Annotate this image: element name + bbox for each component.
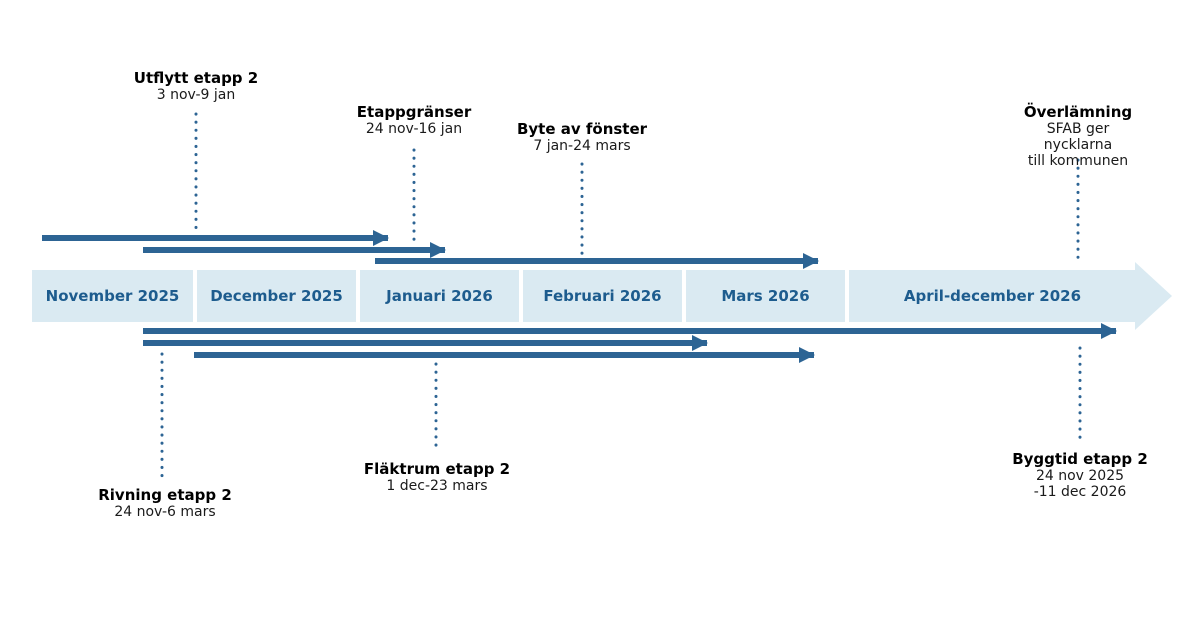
month-label: Januari 2026 [386, 287, 493, 305]
milestone-label-flaktrum: Fläktrum etapp 2 1 dec-23 mars [363, 460, 511, 495]
month-label: December 2025 [210, 287, 343, 305]
milestone-label-byte-av-fonster: Byte av fönster 7 jan-24 mars [516, 120, 648, 155]
milestone-label-overlamning: Överlämning SFAB ger nycklarna till komm… [1017, 103, 1139, 170]
milestone-dates: 24 nov 2025 -11 dec 2026 [1033, 468, 1127, 500]
milestone-dates: SFAB ger nycklarna till kommunen [1027, 121, 1129, 169]
timeline-segment-februari-2026: Februari 2026 [523, 270, 682, 322]
milestone-dates: 24 nov-6 mars [114, 504, 216, 520]
milestone-title: Överlämning [1023, 103, 1133, 121]
milestone-title: Rivning etapp 2 [98, 486, 232, 504]
timeline-segment-mars-2026: Mars 2026 [686, 270, 845, 322]
milestone-dates: 3 nov-9 jan [156, 87, 236, 103]
milestone-label-etappgranser: Etappgränser 24 nov-16 jan [356, 103, 472, 138]
milestone-title: Utflytt etapp 2 [133, 69, 259, 87]
milestone-title: Byggtid etapp 2 [1012, 450, 1148, 468]
milestone-label-utflytt: Utflytt etapp 2 3 nov-9 jan [133, 69, 259, 104]
milestone-label-byggtid: Byggtid etapp 2 24 nov 2025 -11 dec 2026 [1012, 450, 1148, 501]
milestone-title: Fläktrum etapp 2 [363, 460, 511, 478]
timeline-segment-januari-2026: Januari 2026 [360, 270, 519, 322]
milestone-dates: 7 jan-24 mars [533, 138, 631, 154]
milestone-title: Byte av fönster [516, 120, 648, 138]
milestone-dates: 1 dec-23 mars [386, 478, 488, 494]
milestone-dates: 24 nov-16 jan [365, 121, 463, 137]
milestone-title: Etappgränser [356, 103, 472, 121]
timeline-segment-november-2025: November 2025 [32, 270, 193, 322]
timeline-arrow-tip [1135, 262, 1172, 330]
month-label: November 2025 [45, 287, 180, 305]
milestone-label-rivning: Rivning etapp 2 24 nov-6 mars [98, 486, 232, 521]
month-label: Mars 2026 [721, 287, 810, 305]
timeline-segment-december-2025: December 2025 [197, 270, 356, 322]
month-label: Februari 2026 [543, 287, 662, 305]
month-label: April-december 2026 [903, 287, 1082, 305]
timeline-segment-april-december-2026: April-december 2026 [849, 270, 1136, 322]
